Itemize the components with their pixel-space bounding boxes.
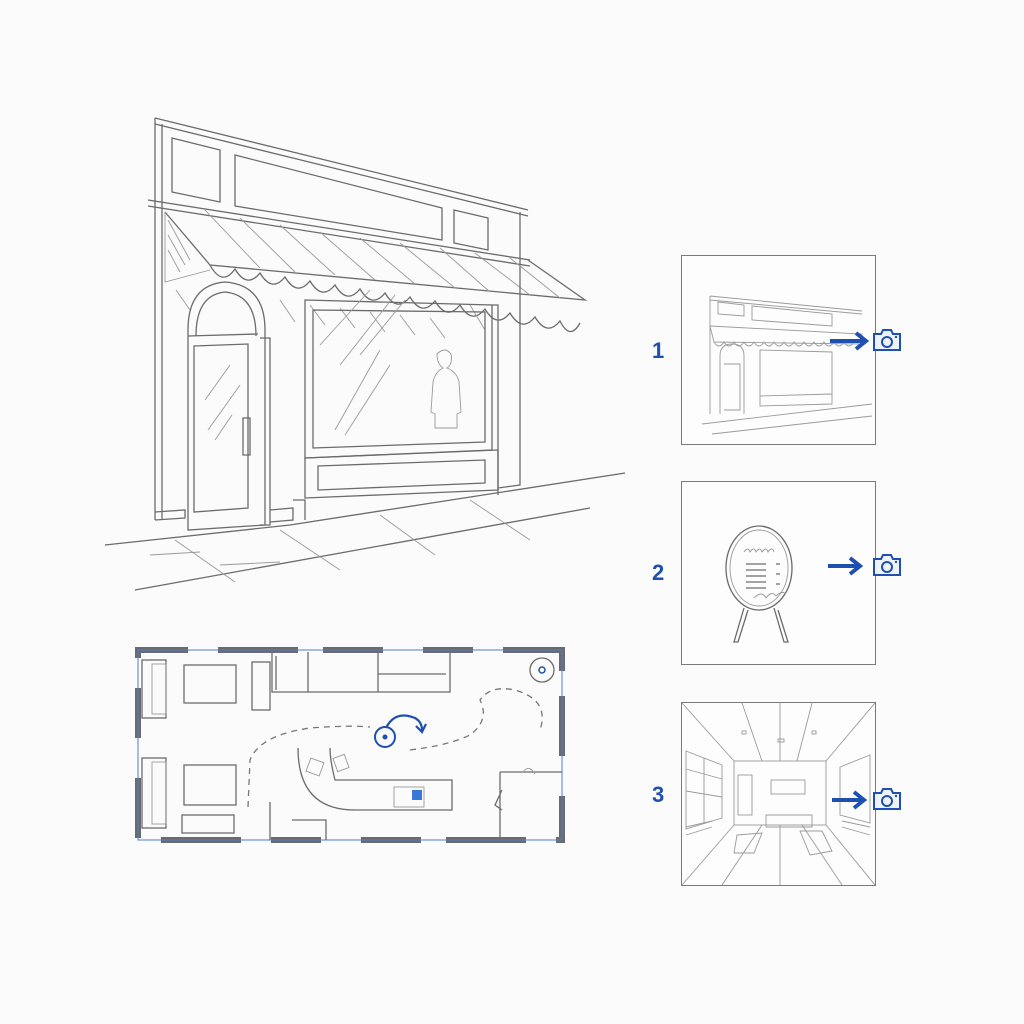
arrow-icon <box>830 331 870 351</box>
camera-icon[interactable] <box>872 787 902 811</box>
step-number-2: 2 <box>652 560 665 585</box>
camera-icon[interactable] <box>872 328 902 352</box>
arrow-icon <box>832 790 868 810</box>
floor-plan <box>130 640 570 850</box>
step-number-1: 1 <box>652 338 665 363</box>
step-number-3: 3 <box>652 782 665 807</box>
camera-icon[interactable] <box>872 553 902 577</box>
step-3-panel <box>681 702 876 886</box>
storefront-sketch <box>80 100 640 600</box>
step-2-panel <box>681 481 876 665</box>
arrow-icon <box>828 556 864 576</box>
camera-position-icon <box>374 726 396 748</box>
